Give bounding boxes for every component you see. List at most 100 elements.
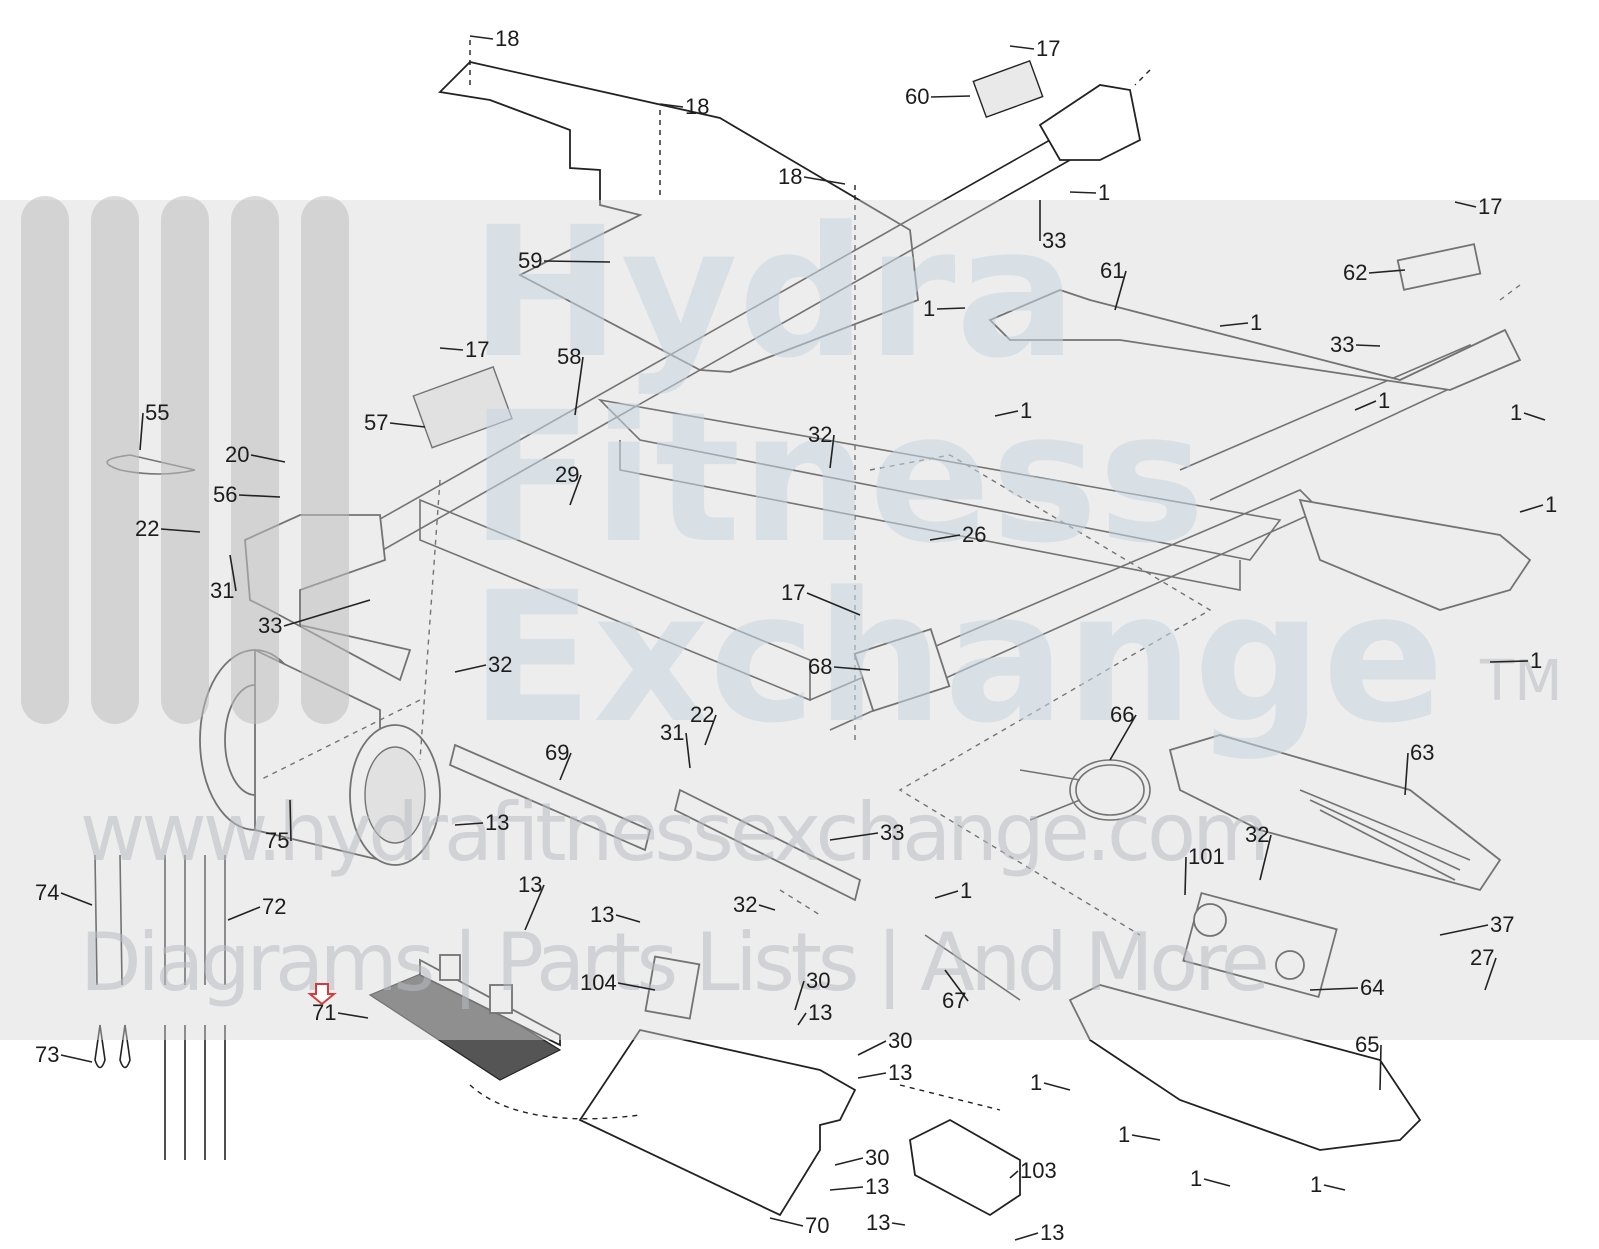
part-70-tray [578,1028,857,1217]
part-60-housing [1038,84,1142,161]
leader-line-32 [829,434,835,469]
part-label-29: 29 [555,462,579,487]
part-label-13: 13 [1040,1220,1064,1245]
part-label-69: 69 [545,740,569,765]
part-label-27: 27 [1470,945,1494,970]
part-label-1: 1 [960,878,972,903]
part-label-31: 31 [210,578,234,603]
part-label-1: 1 [1020,398,1032,423]
part-61-rear-panel [1298,498,1532,611]
leader-line-33 [829,832,879,841]
leader-line-13 [454,822,484,826]
leader-line-32 [1259,834,1272,881]
part-label-37: 37 [1490,912,1514,937]
part-label-1: 1 [1250,310,1262,335]
watermark-line3: Exchange [470,554,1444,763]
leader-line-32 [758,904,776,911]
leader-line-1 [1069,191,1097,194]
part-label-32: 32 [808,422,832,447]
leader-line-13 [857,1072,887,1079]
leader-line-13 [891,1222,906,1226]
leader-line-1 [1489,660,1529,663]
leader-line-75 [289,799,292,842]
part-label-1: 1 [1310,1172,1322,1197]
part-label-13: 13 [866,1210,890,1235]
part-label-18: 18 [495,26,519,51]
leader-line-65 [1379,1044,1382,1091]
part-label-26: 26 [962,522,986,547]
leader-line-13 [615,914,641,923]
watermark-tm: TM [1479,649,1563,714]
leader-line-62 [1368,269,1406,274]
watermark-url: www.hydrafitnessexchange.com [80,786,1270,879]
leader-line-67 [944,969,969,1002]
part-69-roller [448,743,652,852]
part-label-22: 22 [135,516,159,541]
part-label-61: 61 [1100,258,1124,283]
leader-line-27 [1484,957,1497,991]
leader-line-37 [1439,924,1489,936]
leader-line-17 [1009,45,1035,50]
leader-line-32 [454,664,487,673]
part-103-box [909,1118,1021,1217]
leader-line-68 [833,666,871,671]
leader-line-66 [1109,714,1137,761]
part-label-18: 18 [778,164,802,189]
part-104-box [644,955,701,1020]
part-label-20: 20 [225,442,249,467]
part-label-73: 73 [35,1042,59,1067]
frame-drawing [94,40,1532,1217]
part-label-1: 1 [1378,388,1390,413]
leader-line-30 [794,980,805,1011]
part-label-1: 1 [1545,492,1557,517]
part-67-tie [924,934,1021,1001]
watermark-tagline: Diagrams | Parts Lists | And More [80,916,1270,1010]
part-label-1: 1 [1510,400,1522,425]
part-62-bracket [1396,243,1482,291]
leader-line-59 [543,260,611,263]
leader-line-13 [797,1012,807,1026]
leader-line-18 [803,176,846,185]
leader-line-31 [685,732,691,769]
part-label-32: 32 [733,892,757,917]
leader-line-22 [704,714,717,746]
leader-line-73 [60,1054,93,1063]
part-label-18: 18 [685,94,709,119]
leader-line-74 [60,892,93,906]
part-label-62: 62 [1343,260,1367,285]
leader-line-1 [994,410,1019,417]
part-label-1: 1 [923,296,935,321]
leader-line-13 [524,884,545,931]
leader-line-61 [1114,270,1127,311]
leader-line-1 [1219,322,1249,327]
part-label-31: 31 [660,720,684,745]
part-59-plate [438,61,919,373]
part-label-101: 101 [1188,844,1225,869]
leader-line-63 [1404,752,1409,796]
part-label-67: 67 [942,988,966,1013]
part-label-56: 56 [213,482,237,507]
part-label-13: 13 [808,1000,832,1025]
part-label-13: 13 [590,902,614,927]
leader-line-17 [1454,201,1477,208]
leader-line-18 [659,103,684,108]
leader-line-1 [1131,1134,1161,1141]
leader-line-22 [160,528,201,533]
part-label-58: 58 [557,344,581,369]
part-64-lift-motor [1182,891,1338,999]
part-71-board [368,954,562,1081]
part-label-13: 13 [888,1060,912,1085]
part-label-33: 33 [1042,228,1066,253]
leader-line-1 [1523,412,1546,421]
part-label-17: 17 [781,580,805,605]
part-label-33: 33 [880,820,904,845]
roller-right [673,788,862,902]
leader-line-30 [834,1157,864,1166]
part-65-hood [1068,984,1422,1151]
leader-line-18 [469,35,494,40]
leader-line-17 [806,592,861,616]
leader-line-1 [1043,1082,1071,1091]
part-label-103: 103 [1020,1158,1057,1183]
leader-line-72 [227,906,261,921]
part-60-bracket [972,59,1044,119]
